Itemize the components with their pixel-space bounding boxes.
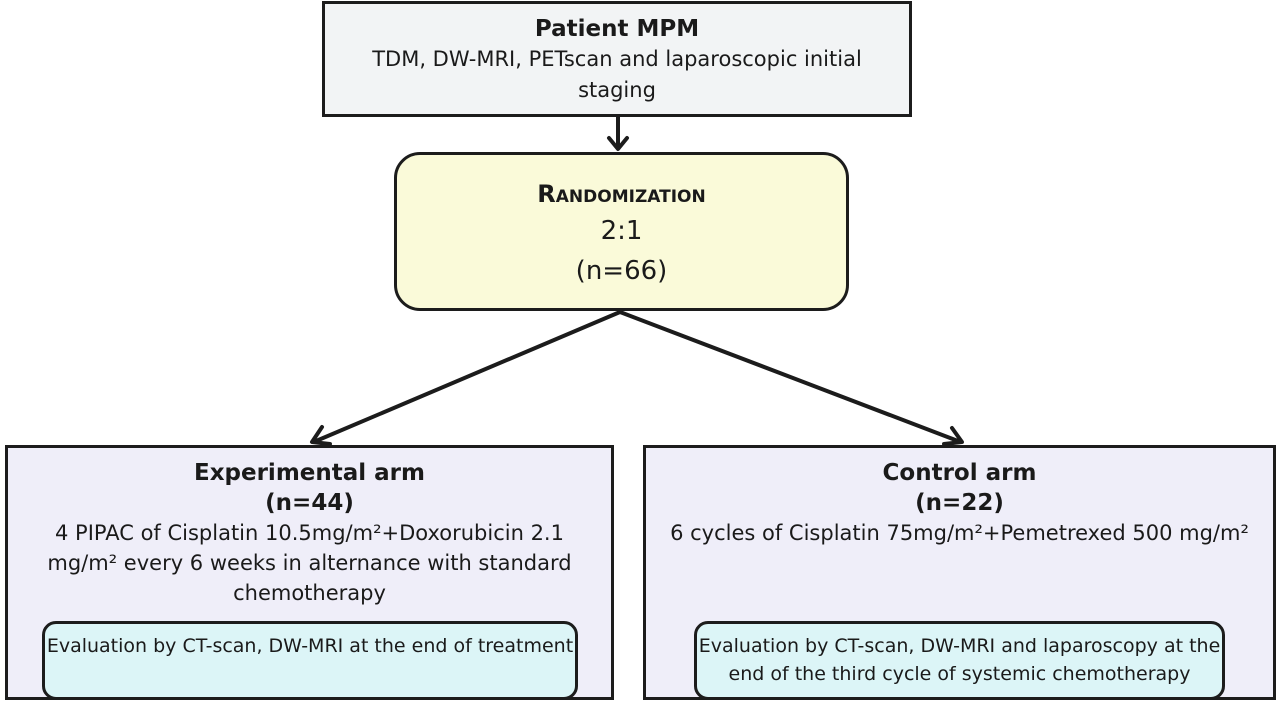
control-evaluation-text: Evaluation by CT-scan, DW-MRI and laparo… [698, 635, 1221, 685]
control-arm-treatment: 6 cycles of Cisplatin 75mg/m²+Pemetrexed… [670, 521, 1249, 545]
patient-box: Patient MPM TDM, DW-MRI, PETscan and lap… [322, 1, 912, 117]
arrowhead-experimental [310, 425, 332, 446]
experimental-arm-n: (n=44) [265, 490, 354, 516]
arrowhead-randomization [607, 136, 629, 151]
arrowhead-control [942, 426, 964, 446]
randomization-box: Randomization 2:1 (n=66) [394, 152, 849, 311]
arrow-randomization-to-control [618, 310, 960, 443]
control-arm-title: Control arm [882, 460, 1037, 486]
experimental-arm-title: Experimental arm [193, 460, 425, 486]
experimental-evaluation-text: Evaluation by CT-scan, DW-MRI at the end… [46, 635, 574, 657]
experimental-arm-treatment: 4 PIPAC of Cisplatin 10.5mg/m²+Doxorubic… [47, 521, 572, 605]
randomization-ratio: 2:1 [600, 216, 643, 246]
patient-subtitle: TDM, DW-MRI, PETscan and laparoscopic in… [372, 47, 862, 102]
patient-title: Patient MPM [534, 16, 700, 42]
arrow-randomization-to-experimental [314, 310, 622, 443]
randomization-title: Randomization [537, 180, 706, 208]
randomization-n: (n=66) [575, 256, 668, 286]
control-evaluation-box: Evaluation by CT-scan, DW-MRI and laparo… [694, 621, 1225, 700]
control-arm-n: (n=22) [915, 490, 1004, 516]
experimental-evaluation-box: Evaluation by CT-scan, DW-MRI at the end… [42, 621, 578, 700]
